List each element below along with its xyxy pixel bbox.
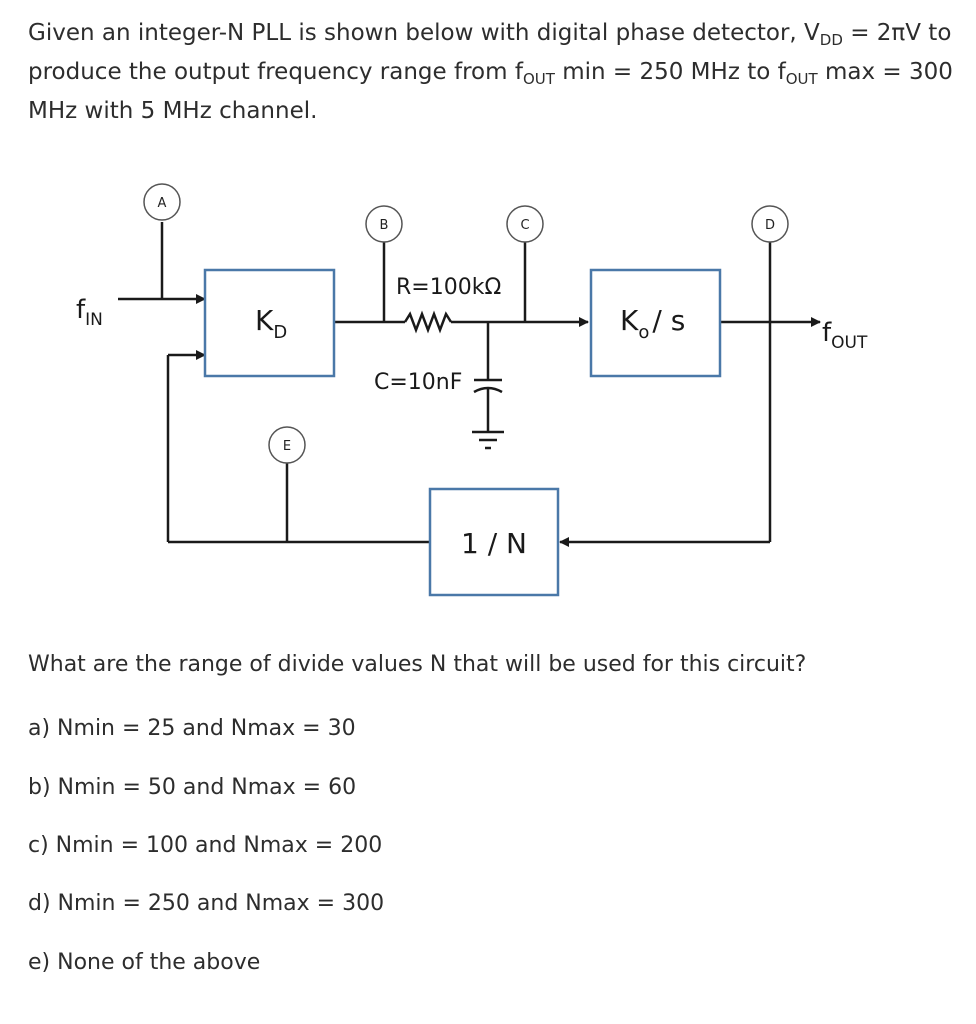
sub-question: What are the range of divide values N th… xyxy=(28,652,807,677)
probe-a-circle xyxy=(143,183,181,221)
divider-block xyxy=(428,487,560,597)
fout-subscript-2: OUT xyxy=(785,70,818,88)
fout-subscript-1: OUT xyxy=(522,70,555,88)
kd-sub: D xyxy=(273,322,287,343)
probe-d-label: D xyxy=(765,218,775,233)
question-part-1: Given an integer-N PLL is shown below wi… xyxy=(28,20,820,46)
probe-c-label: C xyxy=(520,218,529,233)
probe-e-circle xyxy=(268,426,306,464)
vco-block xyxy=(589,268,722,378)
capacitor-label: C=10nF xyxy=(374,370,462,395)
resistor-label: R=100kΩ xyxy=(396,275,501,300)
ko-rest: / s xyxy=(652,304,685,337)
option-c[interactable]: c) Nmin = 100 and Nmax = 200 xyxy=(28,833,383,858)
option-d[interactable]: d) Nmin = 250 and Nmax = 300 xyxy=(28,891,385,916)
kd-k: K xyxy=(255,304,274,337)
option-e[interactable]: e) None of the above xyxy=(28,950,261,975)
question-part-2: = 2πV to produce the output frequency ra… xyxy=(28,20,952,85)
probe-d-circle xyxy=(751,205,789,243)
fin-label: fIN xyxy=(76,295,103,330)
fin-sub: IN xyxy=(85,310,103,330)
probe-b-circle xyxy=(365,205,403,243)
ko-sub: o xyxy=(638,322,649,343)
divider-label: 1 / N xyxy=(461,527,527,560)
phase-detector-block xyxy=(203,268,336,378)
option-b[interactable]: b) Nmin = 50 and Nmax = 60 xyxy=(28,775,357,800)
ko-k: K xyxy=(620,304,639,337)
kd-label: KD xyxy=(255,304,287,343)
ko-label: Ko/ s xyxy=(620,304,685,343)
fout-label: fOUT xyxy=(822,318,868,353)
probe-a-label: A xyxy=(158,196,167,211)
pll-block-diagram: A B C D E fIN fOUT KD Ko/ s 1 / N R=100k… xyxy=(76,183,868,597)
fin-f: f xyxy=(76,295,86,325)
question-text: Given an integer-N PLL is shown below wi… xyxy=(28,14,958,131)
probe-e-label: E xyxy=(283,439,291,454)
question-part-4: max = 300 MHz with 5 MHz channel. xyxy=(28,59,953,124)
fout-sub: OUT xyxy=(831,333,868,353)
vdd-subscript: DD xyxy=(819,31,843,49)
probe-c-circle xyxy=(506,205,544,243)
probe-b-label: B xyxy=(380,218,389,233)
fout-f: f xyxy=(822,318,832,348)
resistor-symbol xyxy=(403,310,453,334)
question-part-3: min = 250 MHz to f xyxy=(554,59,786,85)
option-a[interactable]: a) Nmin = 25 and Nmax = 30 xyxy=(28,716,356,741)
